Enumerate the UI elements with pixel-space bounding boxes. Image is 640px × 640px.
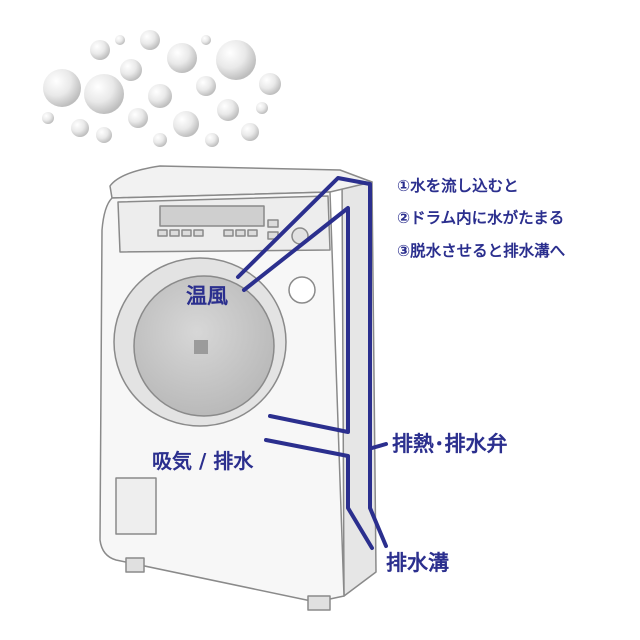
drain-ditch-label: 排水溝 xyxy=(386,551,449,575)
exhaust-drain-valve-label: 排熱･排水弁 xyxy=(392,432,508,456)
bubbles xyxy=(42,30,281,147)
step-1-text: ①水を流し込むと xyxy=(397,177,519,195)
airflow-paths xyxy=(236,176,388,550)
step-3-text: ③脱水させると排水溝へ xyxy=(397,242,566,260)
step-2-text: ②ドラム内に水がたまる xyxy=(397,209,565,227)
washer-body xyxy=(99,165,377,611)
intake-drain-label: 吸気 / 排水 xyxy=(152,449,254,473)
warm-air-label: 温風 xyxy=(186,284,228,308)
